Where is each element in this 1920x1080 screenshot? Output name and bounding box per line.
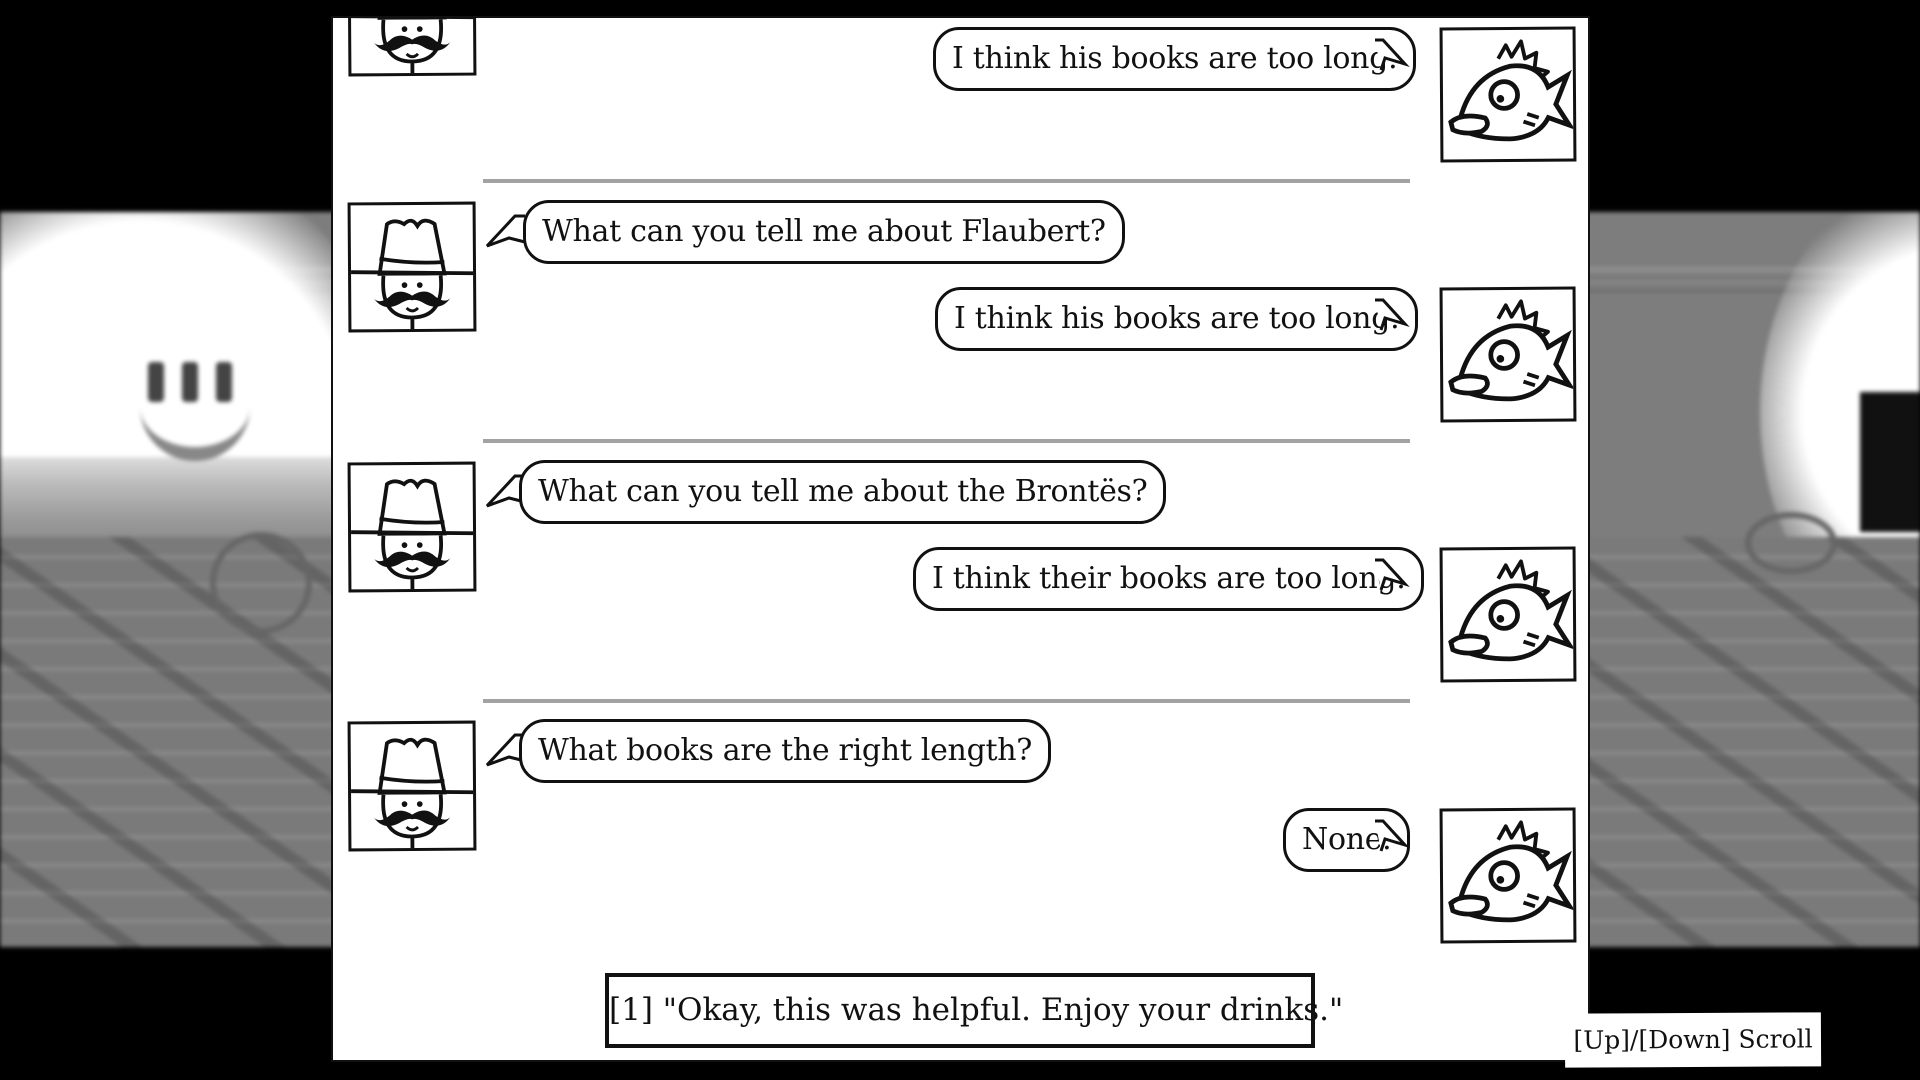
dialog-choice-1[interactable]: [1] "Okay, this was helpful. Enjoy your … <box>605 973 1343 1048</box>
dialog-log-panel[interactable]: I think his books are too long. <box>333 18 1588 1060</box>
speech-bubble-tail <box>1375 38 1410 71</box>
speech-bubble-tail <box>1375 298 1410 331</box>
exchange-separator <box>483 439 1410 443</box>
background-stove <box>1860 392 1920 532</box>
detective-portrait <box>347 18 477 77</box>
speech-bubble-tail <box>485 733 526 767</box>
exchange-separator <box>483 699 1410 703</box>
background-character-head <box>210 532 312 634</box>
speech-bubble-tail <box>485 214 526 248</box>
detective-portrait-icon <box>351 737 474 848</box>
dialog-line: I think his books are too long. <box>952 41 1398 76</box>
dialog-line: I think their books are too long. <box>932 561 1406 596</box>
fish-portrait <box>1439 286 1577 423</box>
speech-bubble-tail <box>1375 819 1410 852</box>
scroll-hint-label: [Up]/[Down] Scroll <box>1573 1024 1813 1055</box>
fish-portrait-icon <box>1448 299 1574 402</box>
dialog-line: What can you tell me about Flaubert? <box>542 214 1106 249</box>
detective-portrait-icon <box>351 18 474 73</box>
fish-portrait-icon <box>1448 559 1574 662</box>
detective-speech-bubble: What can you tell me about the Brontës? <box>519 460 1167 524</box>
choice-label: [1] "Okay, this was helpful. Enjoy your … <box>609 992 1344 1028</box>
fish-portrait <box>1439 807 1577 944</box>
fish-portrait <box>1439 546 1577 683</box>
detective-portrait-icon <box>351 218 474 329</box>
detective-portrait <box>347 720 477 852</box>
speech-bubble-tail <box>1375 558 1410 591</box>
detective-speech-bubble: What can you tell me about Flaubert? <box>523 200 1125 264</box>
detective-portrait <box>347 461 477 593</box>
fish-portrait-icon <box>1448 820 1574 923</box>
exchange-separator <box>483 179 1410 183</box>
dialog-line: I think his books are too long. <box>954 301 1400 336</box>
bar-counter <box>0 457 340 547</box>
fish-speech-bubble: I think his books are too long. <box>935 287 1419 351</box>
fish-speech-bubble: I think his books are too long. <box>933 27 1417 91</box>
detective-portrait <box>347 201 477 333</box>
detective-portrait-icon <box>351 478 474 589</box>
dialog-line: What books are the right length? <box>538 733 1033 768</box>
background-prop <box>1745 512 1837 574</box>
speech-bubble-tail <box>485 474 526 508</box>
detective-speech-bubble: What books are the right length? <box>519 719 1052 783</box>
candelabra-icon <box>140 352 250 461</box>
fish-portrait <box>1439 26 1577 163</box>
scroll-hint: [Up]/[Down] Scroll <box>1565 1013 1821 1067</box>
fish-portrait-icon <box>1448 39 1574 142</box>
fish-speech-bubble: I think their books are too long. <box>913 547 1425 611</box>
dialog-line: What can you tell me about the Brontës? <box>538 474 1148 509</box>
